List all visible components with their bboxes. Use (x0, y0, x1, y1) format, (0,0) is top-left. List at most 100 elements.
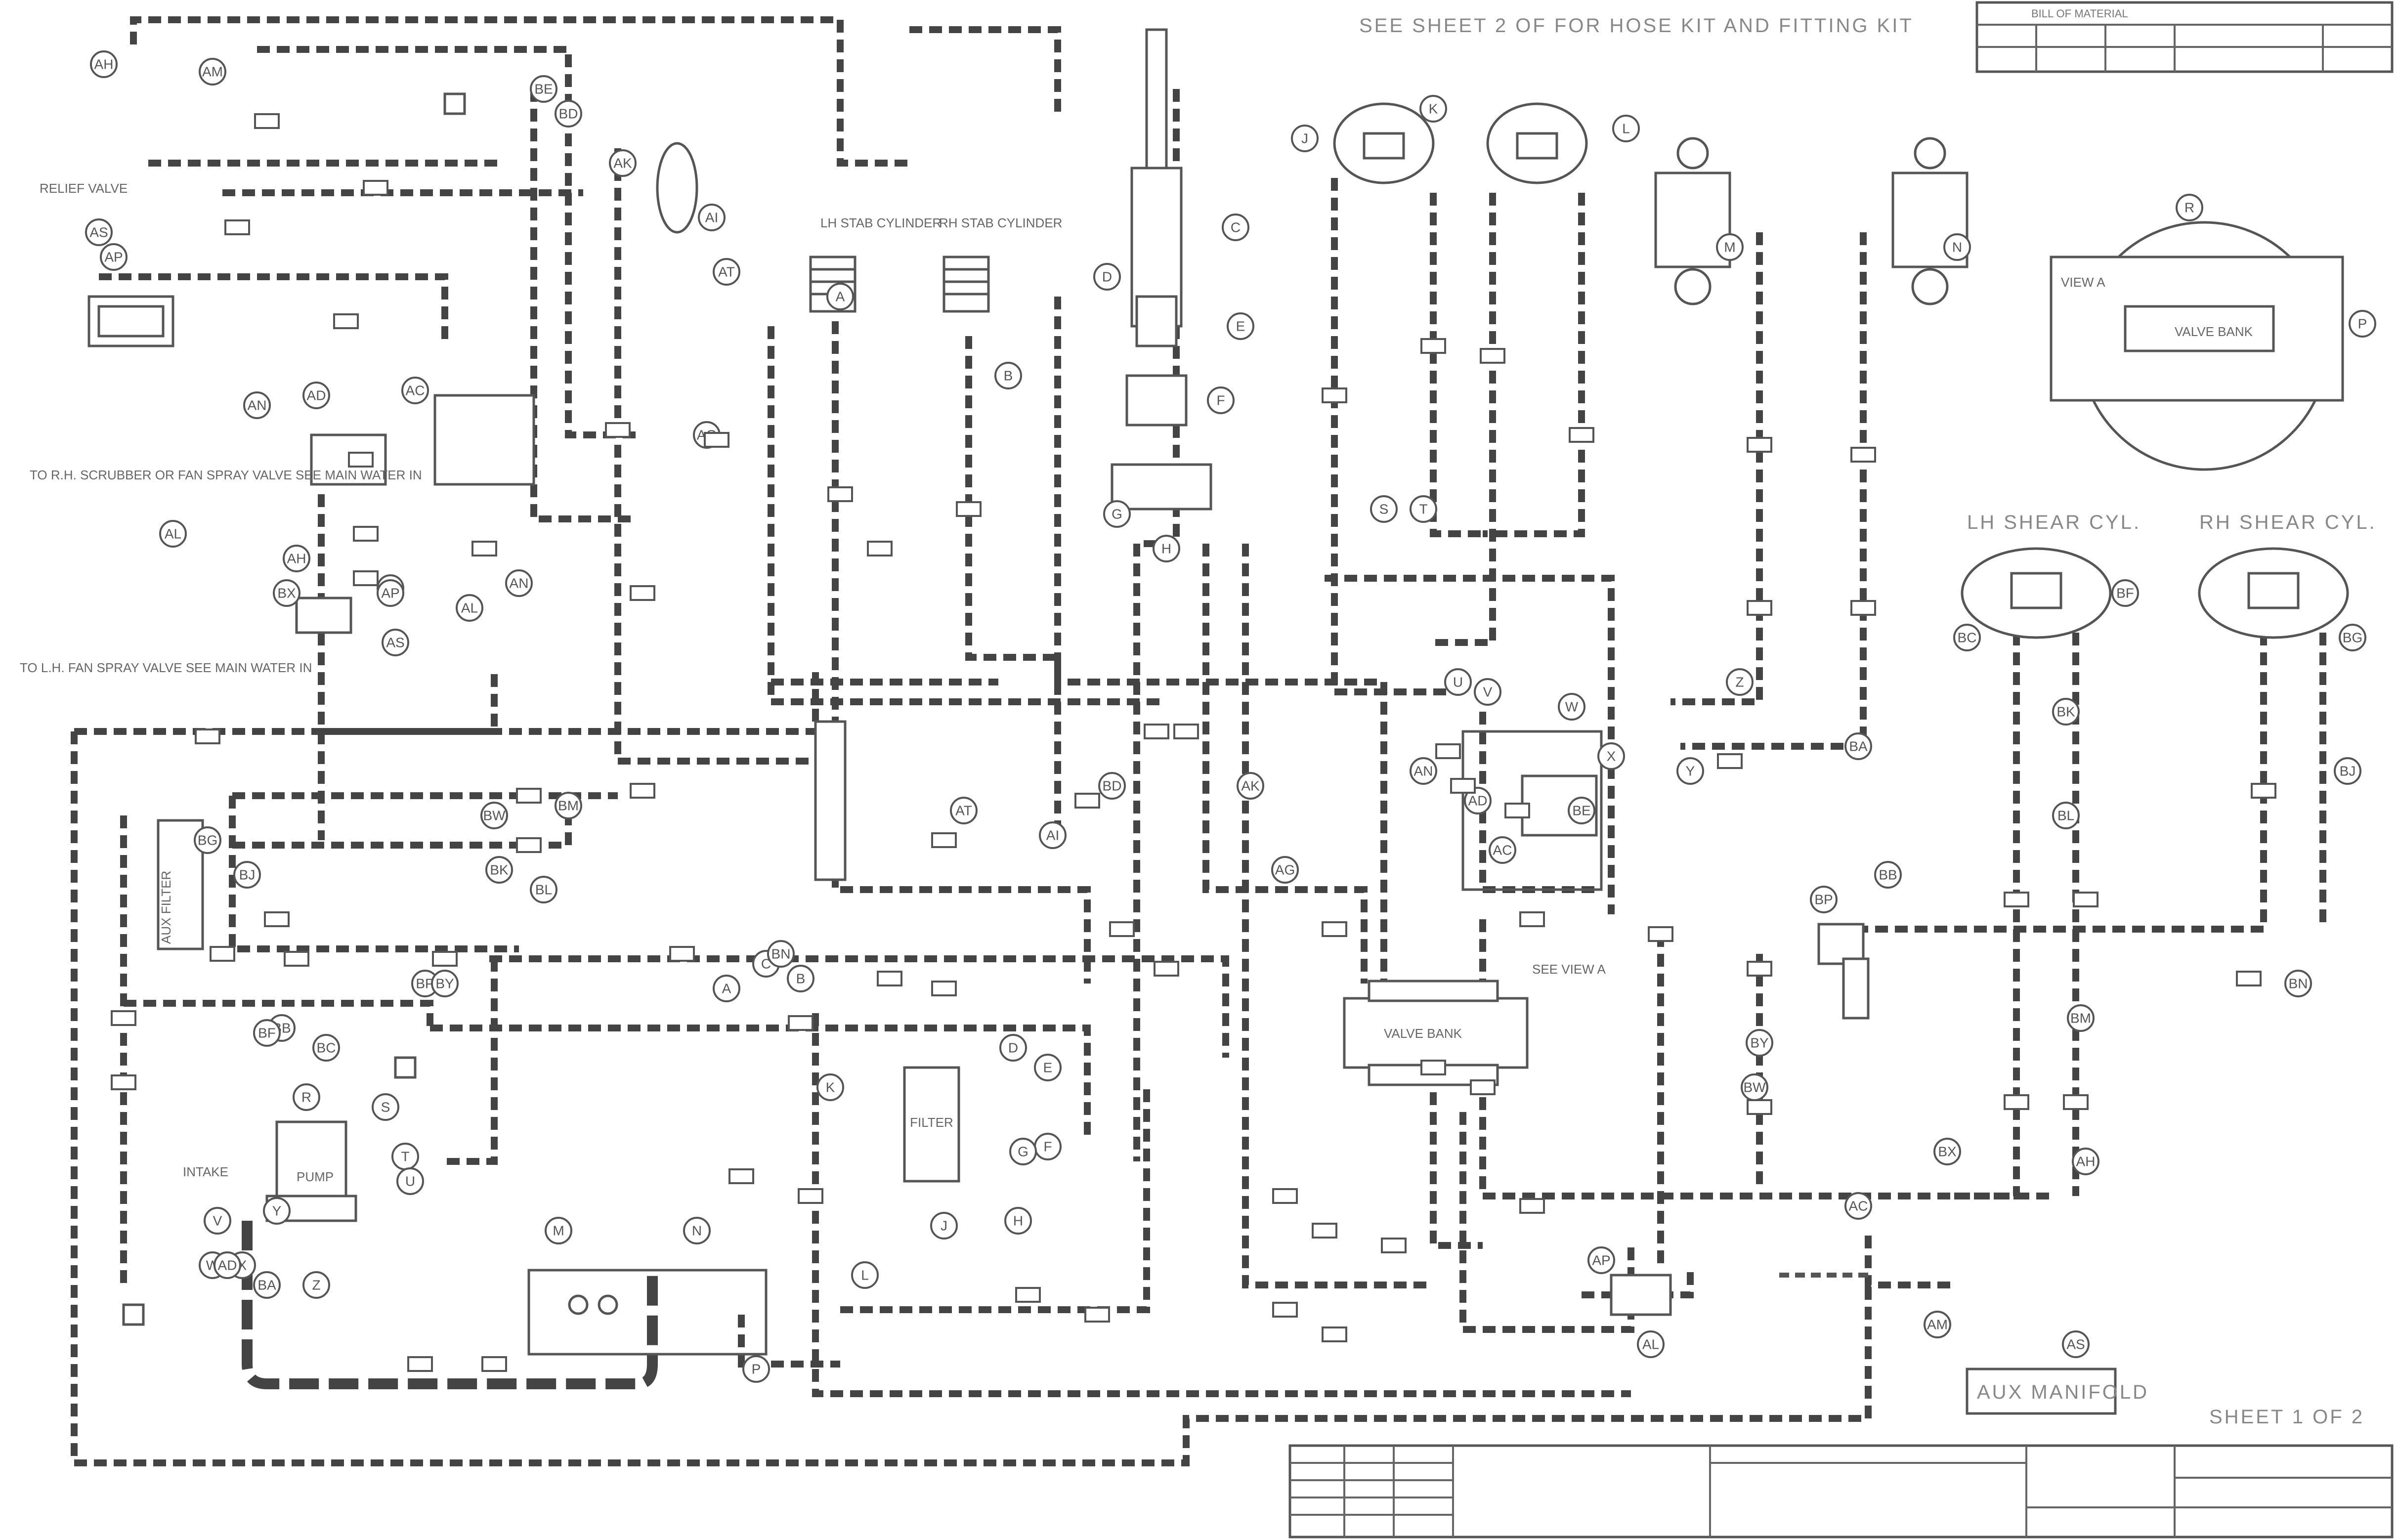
callout-bubble: AD (214, 1251, 241, 1279)
svg-text:AL: AL (165, 526, 181, 542)
svg-text:E: E (1236, 319, 1245, 334)
callout-bubble: BP (1810, 886, 1838, 913)
drain-fittings (122, 92, 466, 1326)
callout-bubble: BL (530, 876, 557, 903)
filter-label: FILTER (910, 1115, 953, 1130)
callout-bubble: AK (609, 149, 637, 177)
shear-valve (1817, 923, 1870, 1020)
line-tag (111, 1074, 136, 1090)
callout-bubble: BY (1746, 1029, 1773, 1057)
rh-stab-cylinder: RH STAB CYLINDER (939, 215, 1062, 313)
callout-bubble: AP (377, 579, 404, 607)
line-tag (728, 1168, 754, 1184)
line-tag (630, 783, 655, 799)
callout-bubble: Y (1676, 757, 1704, 785)
callout-bubble: R (293, 1083, 320, 1111)
svg-text:P: P (2358, 316, 2367, 332)
svg-text:BG: BG (198, 833, 217, 848)
callout-bubble: AS (2062, 1330, 2090, 1358)
svg-text:T: T (401, 1149, 409, 1164)
svg-text:K: K (1429, 101, 1438, 117)
line-tag (1850, 600, 1876, 616)
callout-bubble: BE (530, 75, 557, 103)
svg-text:BF: BF (2116, 586, 2134, 601)
svg-text:AN: AN (248, 398, 267, 413)
callout-bubble: BF (2111, 579, 2139, 607)
svg-text:AL: AL (461, 600, 478, 616)
line-tag (1747, 961, 1772, 977)
see-view-a-label: SEE VIEW A (1532, 962, 1606, 977)
line-tag (432, 951, 458, 967)
hydraulic-tank (527, 1269, 768, 1356)
line-tag (630, 585, 655, 601)
callout-bubble: BG (194, 826, 221, 854)
line-tag (798, 1188, 823, 1204)
svg-text:G: G (1112, 507, 1122, 522)
line-tag (1420, 1060, 1446, 1075)
callout-bubble: W (1558, 693, 1585, 721)
callout-bubble: A (826, 283, 854, 310)
svg-text:AM: AM (202, 64, 223, 80)
svg-text:AS: AS (386, 635, 404, 650)
callout-bubble: U (1444, 668, 1472, 696)
pump-assembly: PUMP INTAKE (183, 1120, 357, 1222)
valve-bank: VALVE BANK SEE VIEW A (1343, 962, 1606, 1086)
svg-text:AP: AP (381, 586, 399, 601)
svg-text:AD: AD (218, 1258, 237, 1273)
relief-valve-label: RELIEF VALVE (40, 181, 128, 196)
svg-text:L: L (861, 1268, 869, 1283)
view-a-detail: VIEW A VALVE BANK (2050, 221, 2344, 471)
line-tag (264, 911, 290, 927)
svg-text:AH: AH (287, 551, 306, 566)
line-tag (284, 951, 309, 967)
callout-bubble: H (1153, 535, 1180, 562)
svg-text:AC: AC (1493, 843, 1512, 858)
bill-of-material-title: BILL OF MATERIAL (2031, 7, 2128, 20)
line-tag (1381, 1238, 1407, 1253)
line-tag (2004, 1094, 2029, 1110)
line-tag (956, 501, 982, 517)
callout-bubble: AK (1237, 772, 1264, 800)
line-tag (1519, 1198, 1545, 1214)
callout-bubble: G (1009, 1138, 1037, 1165)
svg-text:AI: AI (705, 210, 718, 225)
svg-text:AH: AH (2076, 1154, 2096, 1169)
svg-text:AH: AH (94, 57, 114, 72)
callout-bubble: BD (1098, 772, 1126, 800)
callout-bubble: M (1716, 233, 1744, 261)
callout-bubble: Y (263, 1197, 291, 1225)
line-tag (348, 452, 374, 468)
svg-text:S: S (381, 1100, 390, 1115)
svg-text:BX: BX (277, 586, 296, 601)
svg-text:A: A (836, 289, 845, 304)
svg-text:BB: BB (1879, 867, 1897, 883)
callout-bubble: BC (312, 1034, 340, 1062)
svg-text:BK: BK (490, 862, 509, 878)
callout-bubble: V (1474, 678, 1501, 706)
callout-bubble: B (994, 362, 1022, 389)
svg-text:C: C (1231, 220, 1241, 235)
svg-text:E: E (1043, 1060, 1053, 1075)
svg-text:V: V (1483, 684, 1493, 700)
callout-bubble: AL (1637, 1330, 1665, 1358)
callout-bubble: P (2349, 310, 2376, 338)
callout-bubble: F (1034, 1133, 1062, 1160)
callout-bubble: BW (1741, 1073, 1768, 1101)
line-tag (1173, 724, 1199, 739)
aux-filter: AUX FILTER (157, 819, 204, 950)
svg-text:F: F (1216, 393, 1225, 408)
svg-text:B: B (796, 971, 806, 986)
line-tag (931, 981, 957, 996)
svg-text:BA: BA (1849, 739, 1868, 754)
svg-text:AD: AD (1468, 793, 1488, 809)
left-control-valve: RELIEF VALVE (40, 181, 174, 347)
aux-manifold-label: AUX MANIFOLD (1977, 1381, 2149, 1403)
line-tag (1850, 447, 1876, 463)
callout-bubble: AI (698, 204, 726, 231)
accumulator (656, 142, 698, 234)
callout-bubble: BK (485, 856, 513, 884)
line-tag (2251, 783, 2276, 799)
svg-text:BM: BM (558, 798, 579, 813)
svg-text:X: X (1607, 749, 1616, 764)
